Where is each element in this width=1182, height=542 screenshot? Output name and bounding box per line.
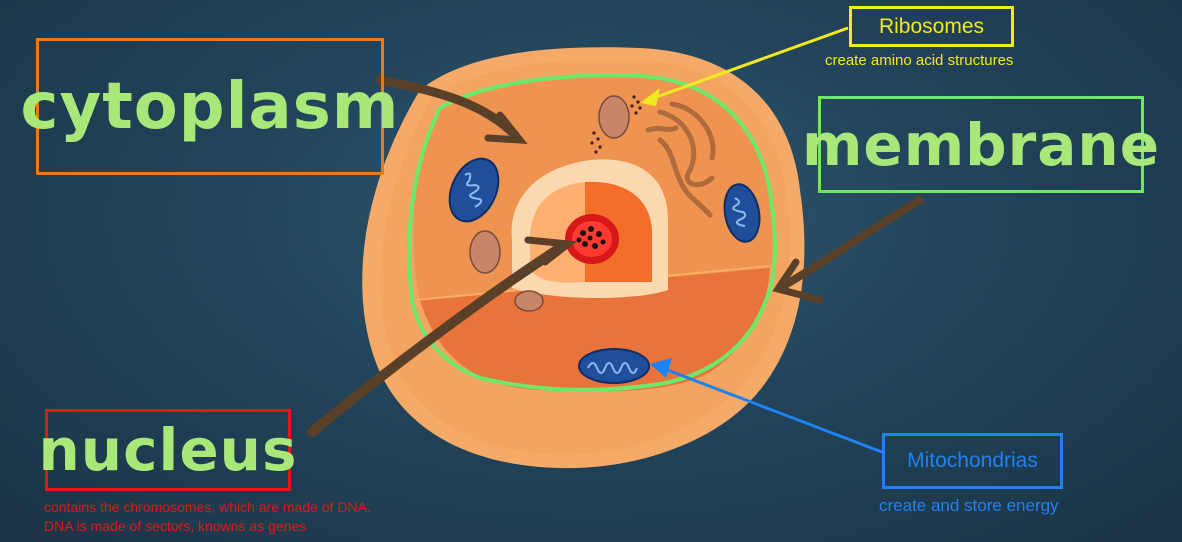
nucleus-label: nucleus bbox=[38, 416, 298, 484]
membrane-label-box: membrane bbox=[802, 96, 1159, 193]
vesicle-left bbox=[469, 230, 501, 274]
ribosome-dots bbox=[590, 95, 642, 154]
mitochondrion-right bbox=[723, 183, 761, 243]
arrow-nucleus bbox=[307, 236, 578, 437]
cytoplasm-label: cytoplasm bbox=[20, 69, 400, 144]
ribosomes-label: Ribosomes bbox=[878, 14, 985, 38]
arrow-cytoplasm bbox=[375, 75, 528, 144]
cytoplasm-cutaway bbox=[420, 268, 770, 392]
mitochondrias-caption: create and store energy bbox=[879, 496, 1059, 515]
arrow-mitochondrias bbox=[650, 358, 883, 454]
cytoplasm-label-box: cytoplasm bbox=[21, 38, 398, 175]
golgi-apparatus bbox=[645, 101, 716, 218]
ribosomes-label-box: Ribosomes bbox=[849, 6, 1014, 47]
membrane-label: membrane bbox=[801, 110, 1161, 179]
mitochondrion-left bbox=[448, 157, 500, 223]
mitochondrion-bottom bbox=[578, 348, 650, 384]
mitochondrias-label-box: Mitochondrias bbox=[882, 433, 1063, 489]
nucleus-caption-line-1: contains the chromosomes, which are made… bbox=[44, 499, 371, 515]
nucleus-label-box: nucleus bbox=[39, 409, 297, 491]
mitochondrias-label: Mitochondrias bbox=[907, 449, 1038, 472]
ribosomes-caption: create amino acid structures bbox=[825, 52, 1014, 69]
arrow-membrane bbox=[772, 196, 924, 304]
nucleus-caption-line-2: DNA is made of sectors, knowns as genes bbox=[44, 518, 307, 534]
vesicle-top bbox=[598, 95, 630, 139]
membrane-outline bbox=[407, 73, 777, 392]
arrow-ribosomes bbox=[640, 26, 849, 106]
vesicle-lower bbox=[514, 290, 544, 312]
chromatin bbox=[576, 226, 606, 249]
